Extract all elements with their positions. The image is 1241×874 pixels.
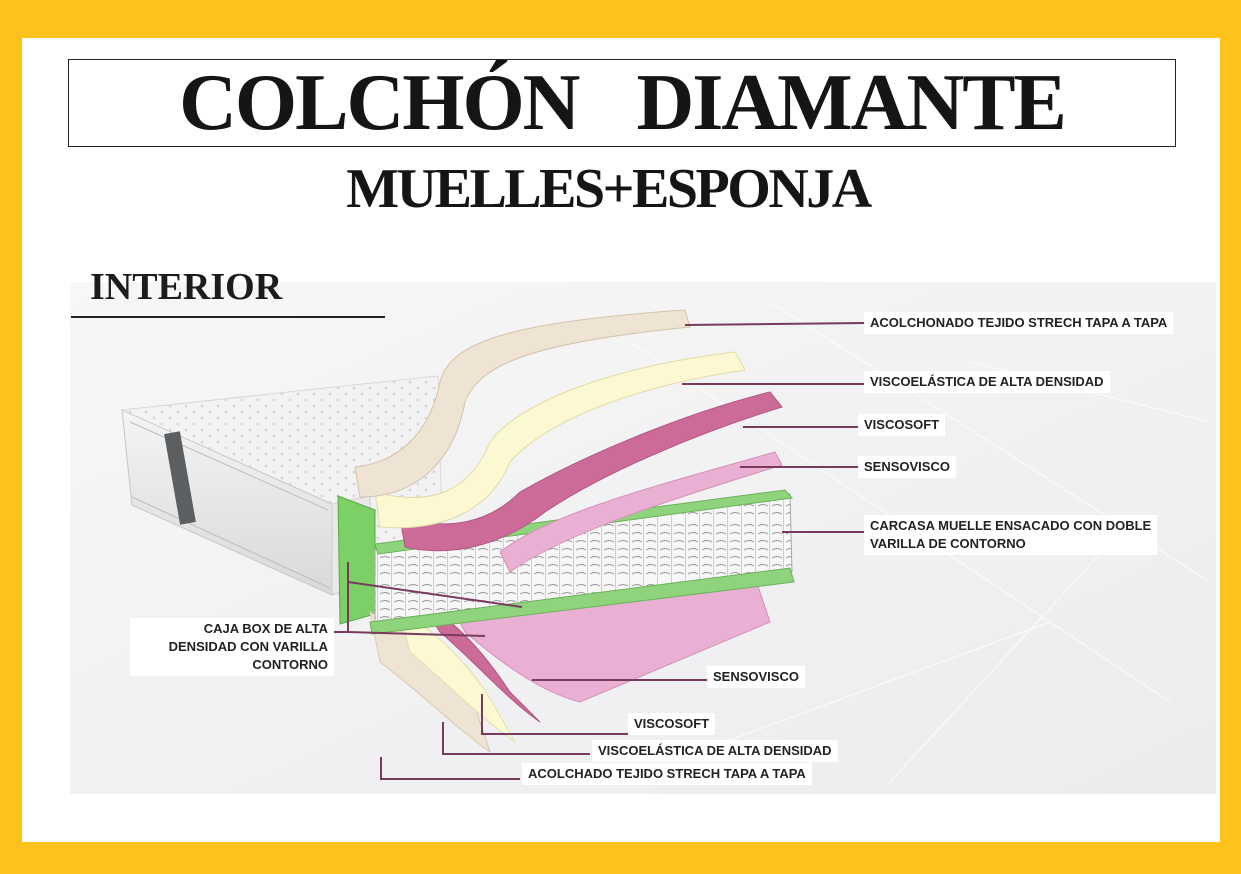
- page-title: COLCHÓN DIAMANTE: [179, 59, 1067, 147]
- label-carcasa: CARCASA MUELLE ENSACADO CON DOBLE VARILL…: [864, 515, 1158, 555]
- label-carcasa-line2: VARILLA DE CONTORNO: [870, 536, 1026, 551]
- label-acolchado-bottom: ACOLCHADO TEJIDO STRECH TAPA A TAPA: [522, 763, 812, 785]
- leader-lines: [328, 322, 866, 780]
- label-caja-line1: CAJA BOX DE ALTA: [203, 621, 328, 636]
- page-subtitle: MUELLES+ESPONJA: [346, 158, 872, 220]
- bottom-viscosoft-layer: [418, 600, 541, 723]
- label-acolchonado-top: ACOLCHONADO TEJIDO STRECH TAPA A TAPA: [864, 312, 1174, 334]
- top-visco-layer: [374, 351, 746, 529]
- box-side-green: [337, 495, 376, 625]
- mattress-handle: [164, 431, 196, 525]
- title-box: [68, 59, 1176, 147]
- label-viscosoft-top: VISCOSOFT: [858, 414, 946, 436]
- top-viscosoft-layer: [399, 391, 783, 552]
- label-carcasa-line1: CARCASA MUELLE ENSACADO CON DOBLE: [870, 518, 1152, 533]
- section-heading: INTERIOR: [90, 266, 283, 308]
- top-quilted-layer: [354, 309, 691, 498]
- spring-bottom-green: [369, 567, 795, 635]
- label-caja-line3: CONTORNO: [252, 657, 328, 672]
- bottom-visco-layer: [399, 611, 516, 743]
- label-sensovisco-bottom: SENSOVISCO: [707, 666, 805, 688]
- label-viscosoft-bottom: VISCOSOFT: [628, 713, 716, 735]
- label-caja-line2: DENSIDAD CON VARILLA: [168, 639, 328, 654]
- label-visco-bottom: VISCOELÁSTICA DE ALTA DENSIDAD: [592, 740, 838, 762]
- mattress-diagram: ACOLCHONADO TEJIDO STRECH TAPA A TAPA VI…: [70, 282, 1216, 794]
- label-caja-box: CAJA BOX DE ALTA DENSIDAD CON VARILLA CO…: [130, 618, 334, 676]
- section-underline: [71, 316, 385, 318]
- mattress-illustration: [70, 282, 1216, 794]
- label-visco-top: VISCOELÁSTICA DE ALTA DENSIDAD: [864, 371, 1110, 393]
- top-sensovisco-layer: [499, 451, 783, 573]
- label-sensovisco-top: SENSOVISCO: [858, 456, 956, 478]
